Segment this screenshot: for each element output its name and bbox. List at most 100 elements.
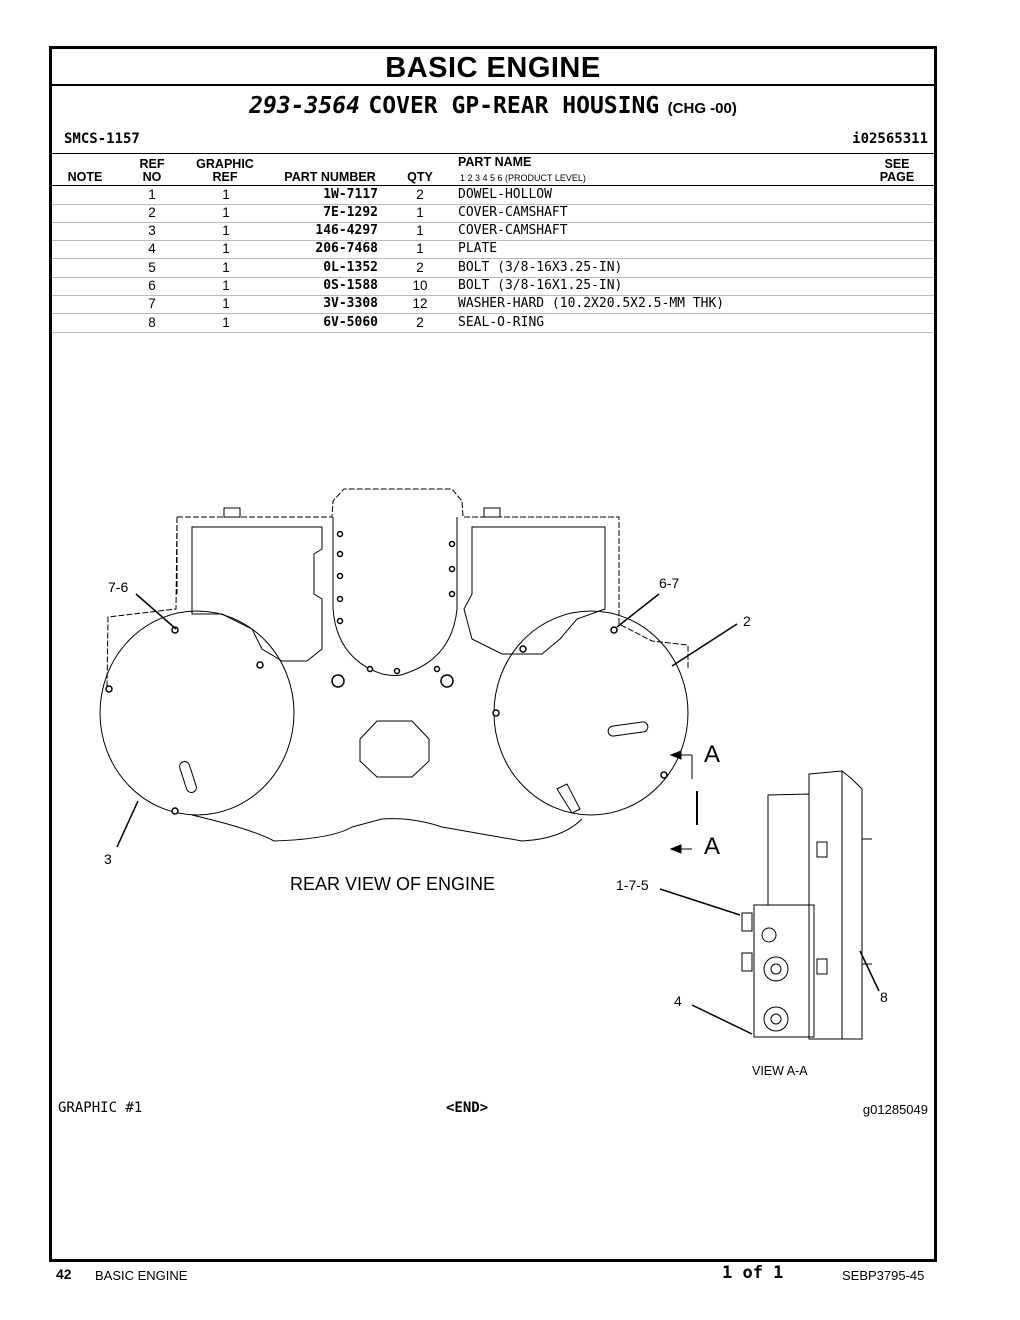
header-ref-top: REF [139,157,165,171]
graphic-id: g01285049 [862,1102,928,1117]
section-marker-a-bottom: A [704,833,721,860]
right-slot [607,721,649,737]
leader-lines [116,593,880,1035]
part-number[interactable]: 3V-3308 [323,296,378,311]
section-markers [669,750,698,854]
table-row[interactable]: 8 1 6V-5060 2 SEAL-O-RING [52,314,934,333]
header-ref-bottom: NO [142,170,162,184]
ref-no: 1 [148,187,156,202]
qty: 1 [416,223,424,238]
center-panel [332,517,458,676]
graphic-ref: 1 [222,241,230,256]
top-tabs [223,507,501,518]
table-row[interactable]: 2 1 7E-1292 1 COVER-CAMSHAFT [52,204,934,223]
callout-8: 8 [880,989,888,1005]
group-name: COVER GP-REAR HOUSING [368,93,660,119]
ref-no: 2 [148,205,156,220]
header-part-name: PART NAME [458,155,532,169]
callout-4: 4 [674,993,682,1009]
qty: 2 [416,315,424,330]
ref-no: 3 [148,223,156,238]
callout-7-6: 7-6 [108,579,129,595]
graphic-ref: 1 [222,260,230,275]
callout-1-7-5: 1-7-5 [616,877,649,893]
header-see-top: SEE [884,157,910,171]
header-product-level: 1 2 3 4 5 6 (PRODUCT LEVEL) [460,173,586,183]
header-graphic-top: GRAPHIC [196,157,254,171]
table-row[interactable]: 1 1 1W-7117 2 DOWEL-HOLLOW [52,185,934,205]
section-marker-a-top: A [704,741,721,768]
group-part-number[interactable]: 293-3564 [249,93,360,119]
qty: 1 [416,205,424,220]
header-note: NOTE [67,170,103,184]
left-cam-cover [99,610,295,816]
callout-6-7: 6-7 [659,575,680,591]
graphic-ref: 1 [222,296,230,311]
view-aa-caption: VIEW A-A [752,1064,808,1078]
qty: 2 [416,187,424,202]
qty: 10 [412,278,428,293]
part-number[interactable]: 1W-7117 [323,187,378,202]
part-number[interactable]: 146-4297 [315,223,378,238]
header-divider [52,153,934,154]
footer-section: BASIC ENGINE [95,1268,188,1283]
graphic-ref: 1 [222,205,230,220]
table-row[interactable]: 5 1 0L-1352 2 BOLT (3/8-16X3.25-IN) [52,259,934,278]
part-name: SEAL-O-RING [458,315,545,330]
part-name: WASHER-HARD (10.2X20.5X2.5-MM THK) [458,296,725,311]
change-level: (CHG -00) [667,100,737,117]
qty: 12 [412,296,428,311]
part-name: BOLT (3/8-16X3.25-IN) [458,260,623,275]
header-part-number: PART NUMBER [284,170,376,184]
part-name: PLATE [458,241,498,256]
housing-outline [106,488,689,690]
end-marker: <END> [446,1100,489,1116]
ref-no: 6 [148,278,156,293]
header-see-bottom: PAGE [879,170,915,184]
qty: 1 [416,241,424,256]
header-qty: QTY [407,170,433,184]
header-graphic-bottom: REF [212,170,238,184]
graphic-ref: 1 [222,187,230,202]
center-boss [359,720,430,778]
part-name: COVER-CAMSHAFT [458,223,568,238]
part-number[interactable]: 0L-1352 [323,260,378,275]
part-number[interactable]: 0S-1588 [323,278,378,293]
left-slot [179,761,197,793]
plate-block [753,904,815,1038]
callout-2: 2 [743,613,751,629]
section-title: BASIC ENGINE [52,49,934,86]
table-row[interactable]: 4 1 206-7468 1 PLATE [52,240,934,259]
graphic-ref: 1 [222,315,230,330]
graphic-number: GRAPHIC #1 [58,1100,143,1116]
part-name: COVER-CAMSHAFT [458,205,568,220]
view-aa-section [741,770,872,1040]
left-cutout [191,526,323,662]
ref-no: 7 [148,296,156,311]
page-number: 42 [56,1266,72,1282]
rear-view-caption: REAR VIEW OF ENGINE [290,874,496,894]
part-number[interactable]: 7E-1292 [323,205,378,220]
ref-no: 5 [148,260,156,275]
page-frame: BASIC ENGINE 293-3564 COVER GP-REAR HOUS… [49,46,937,1262]
bolt-holes [105,530,668,815]
table-row[interactable]: 6 1 0S-1588 10 BOLT (3/8-16X1.25-IN) [52,277,934,296]
group-title: 293-3564 COVER GP-REAR HOUSING (CHG -00) [52,93,934,119]
engine-illustration [99,488,880,1040]
ref-no: 4 [148,241,156,256]
right-cutout [463,526,606,655]
qty: 2 [416,260,424,275]
lower-outline [191,814,583,842]
graphic-ref: 1 [222,278,230,293]
part-number[interactable]: 6V-5060 [323,315,378,330]
smcs-code: SMCS-1157 [64,131,140,147]
right-bracket [556,783,581,814]
ref-no: 8 [148,315,156,330]
part-name: DOWEL-HOLLOW [458,187,552,202]
table-row[interactable]: 7 1 3V-3308 12 WASHER-HARD (10.2X20.5X2.… [52,295,934,314]
ident-code: i02565311 [852,131,928,147]
graphic-ref: 1 [222,223,230,238]
part-number[interactable]: 206-7468 [315,241,378,256]
callout-3: 3 [104,851,112,867]
table-row[interactable]: 3 1 146-4297 1 COVER-CAMSHAFT [52,222,934,241]
